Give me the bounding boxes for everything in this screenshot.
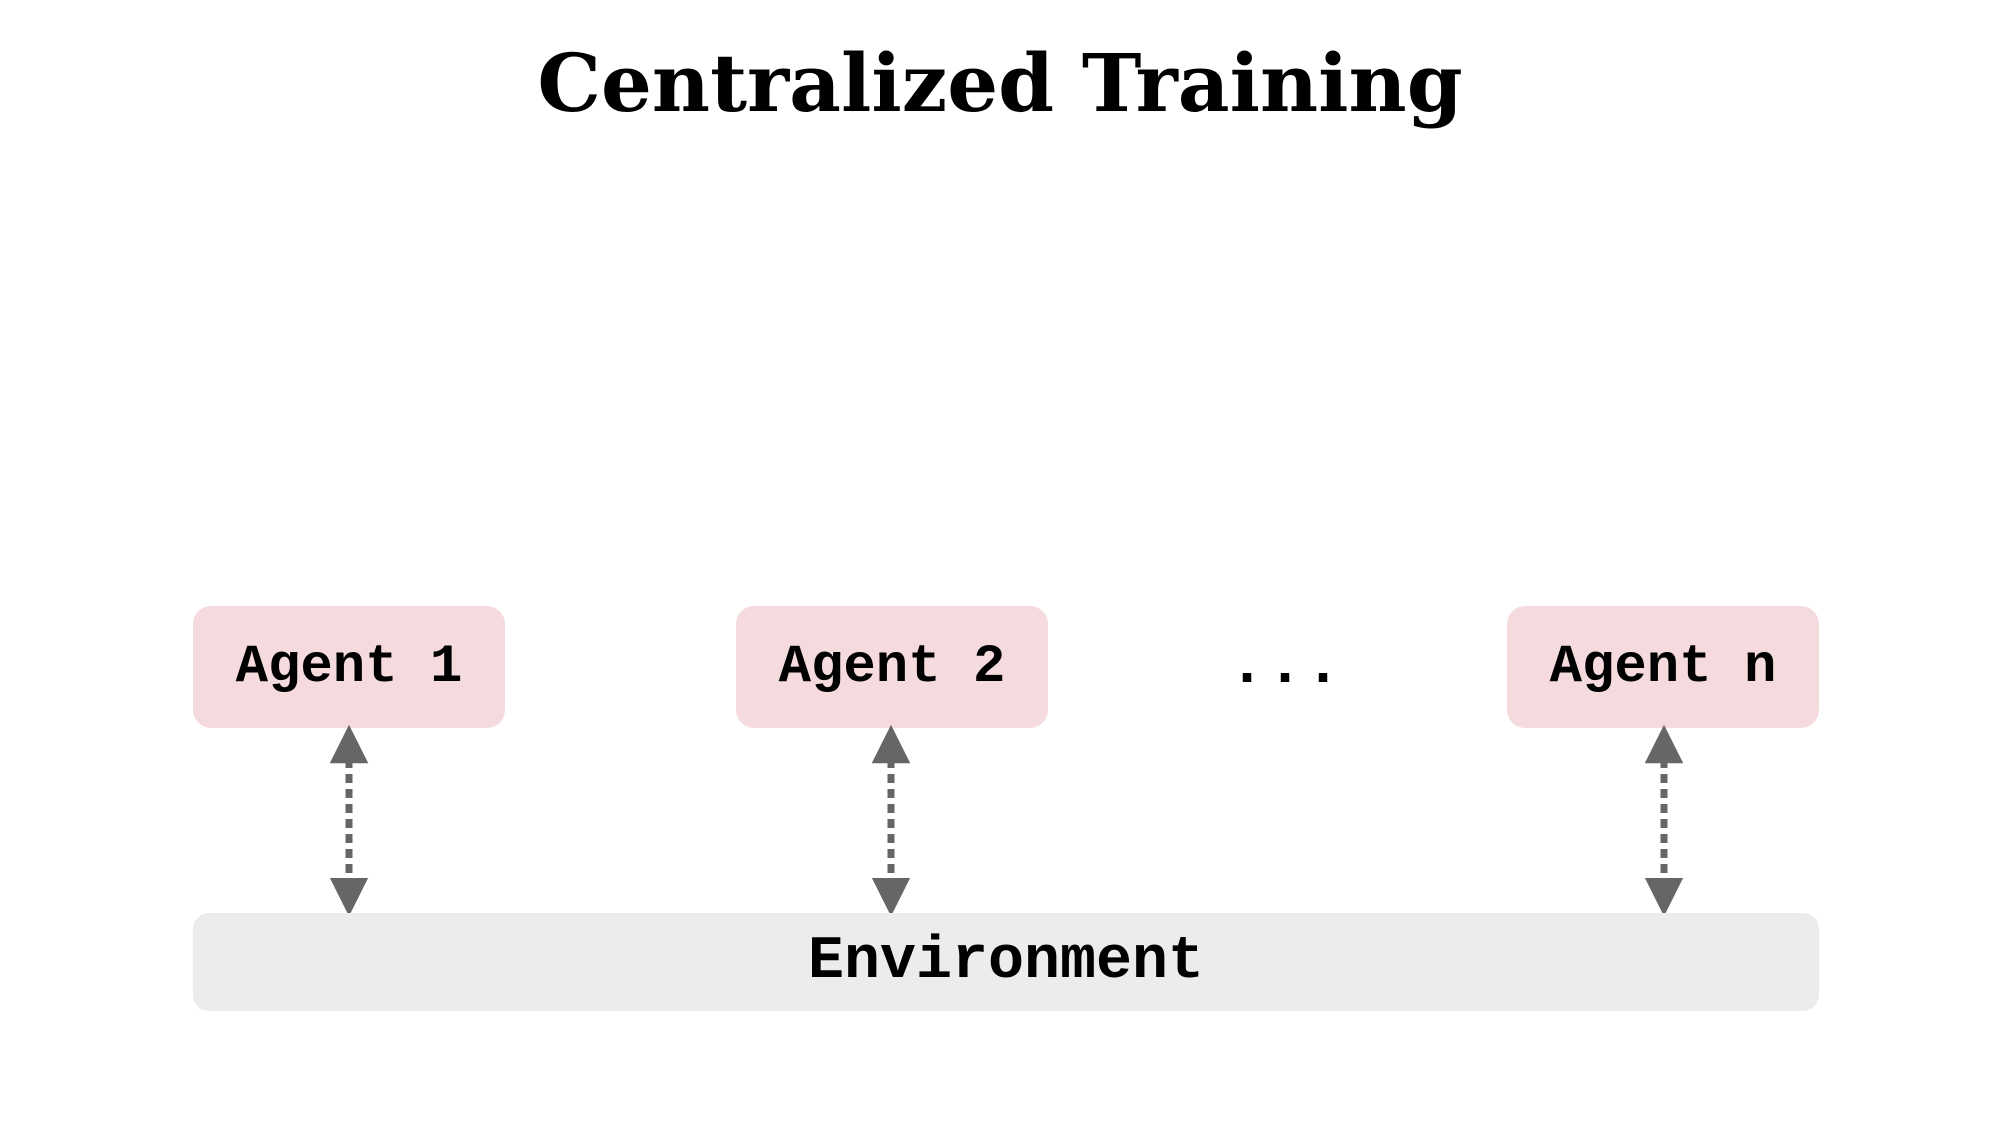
agent-2-label: Agent 2 xyxy=(778,636,1006,698)
agent-1-box: Agent 1 xyxy=(193,606,505,728)
agent-n-label: Agent n xyxy=(1549,636,1777,698)
diagram-title: Centralized Training xyxy=(537,36,1463,130)
agents-ellipsis: ... xyxy=(1228,633,1344,701)
agent-n-box: Agent n xyxy=(1507,606,1819,728)
environment-label: Environment xyxy=(807,928,1205,996)
agent-2-box: Agent 2 xyxy=(736,606,1048,728)
environment-box: Environment xyxy=(193,913,1819,1011)
agent-1-label: Agent 1 xyxy=(235,636,463,698)
